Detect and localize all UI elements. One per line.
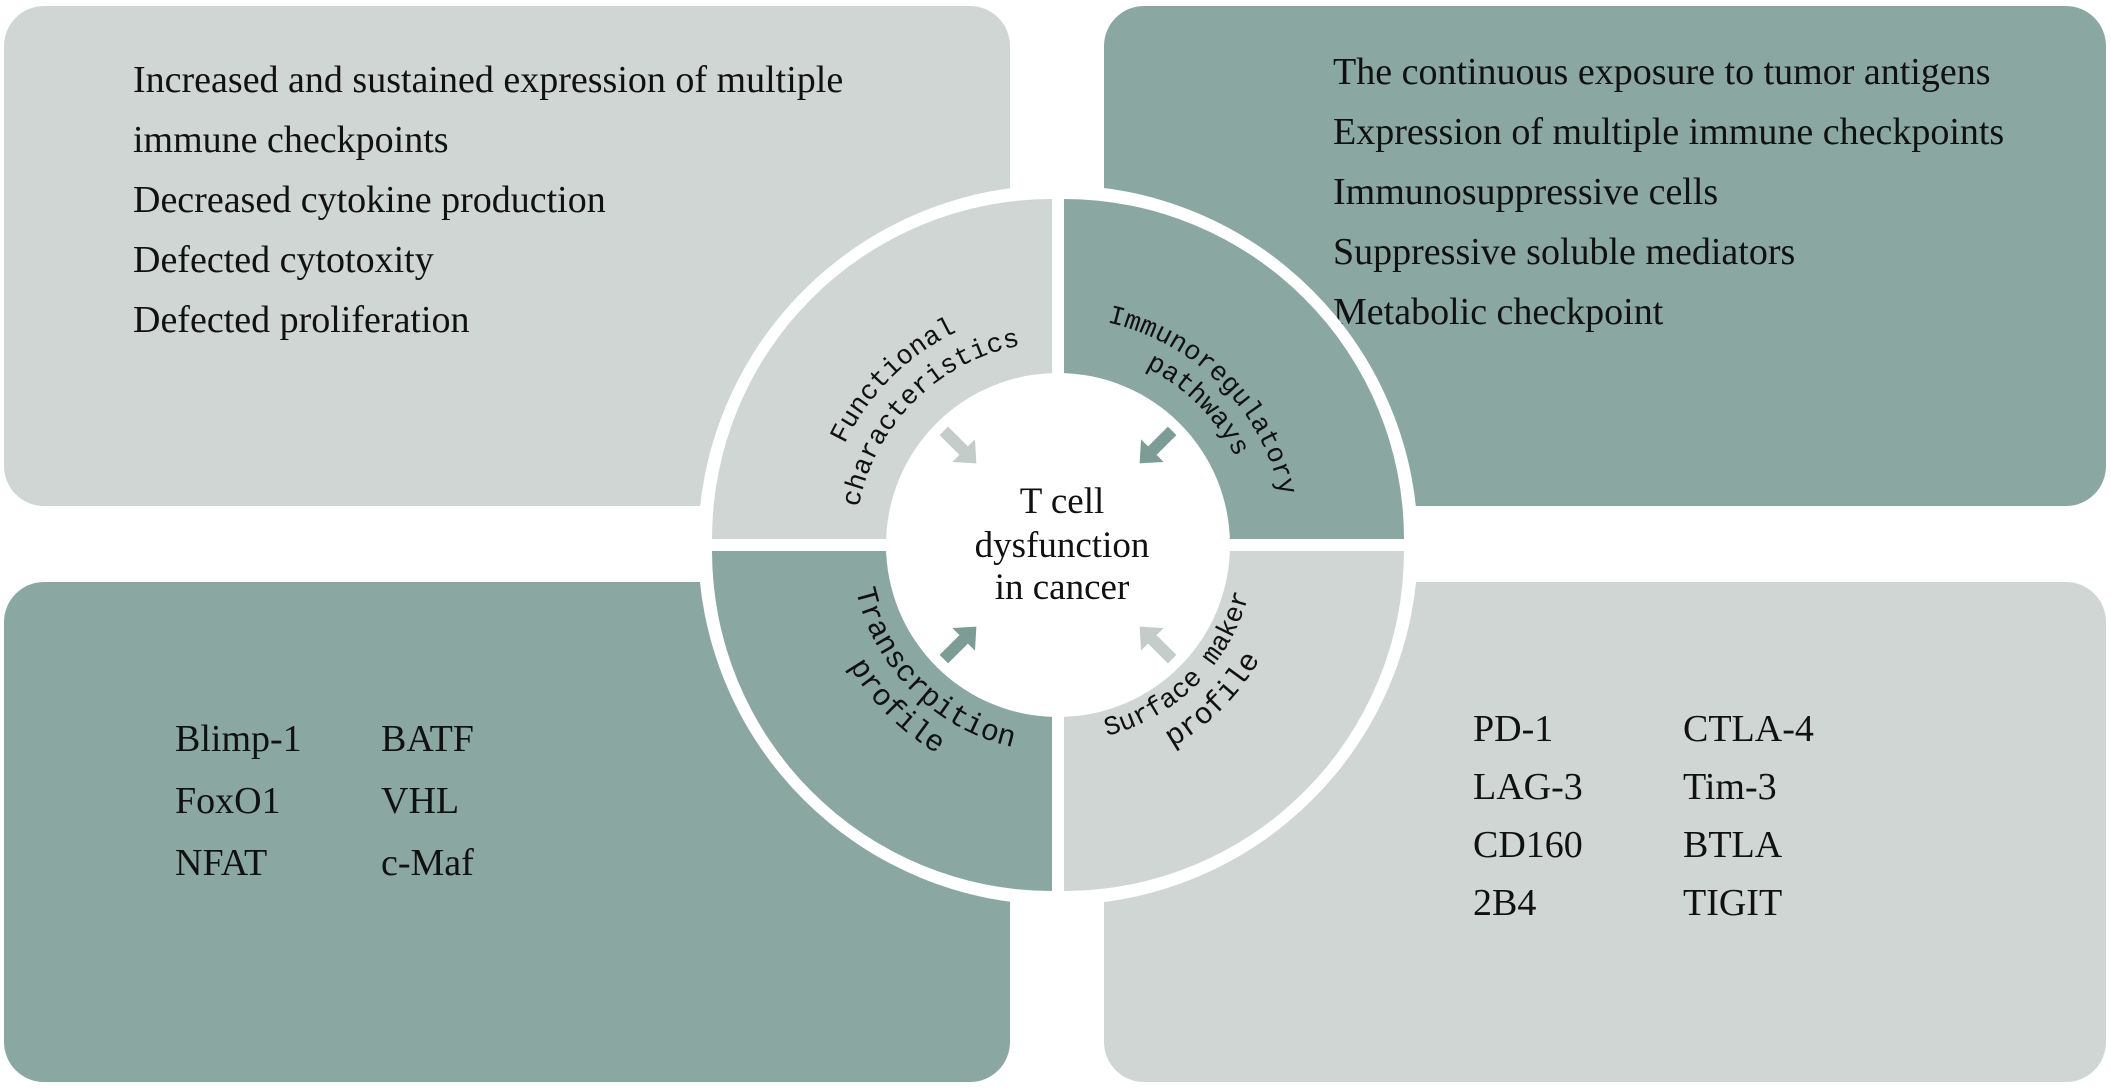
center-title-line2: dysfunction <box>975 525 1150 566</box>
surface-marker: TIGIT <box>1683 882 1783 924</box>
immunoregulatory-item: The continuous exposure to tumor antigen… <box>1333 51 1991 93</box>
surface-marker: PD-1 <box>1473 708 1554 750</box>
surface-marker: LAG-3 <box>1473 766 1583 808</box>
immunoregulatory-item: Suppressive soluble mediators <box>1333 231 1796 273</box>
functional-item: Defected cytotoxity <box>133 239 434 281</box>
transcription-factor: VHL <box>381 780 460 822</box>
surface-marker: CD160 <box>1473 824 1583 866</box>
arrow-functional-icon <box>939 426 977 464</box>
immunoregulatory-item: Metabolic checkpoint <box>1333 291 1664 333</box>
center-title-line1: T cell <box>1020 481 1105 522</box>
transcription-factor: FoxO1 <box>175 780 281 822</box>
functional-item: Decreased cytokine production <box>133 179 606 221</box>
transcription-factor: Blimp-1 <box>175 718 302 760</box>
transcription-factors-grid: Blimp-1 BATF FoxO1 VHL NFAT c-Maf <box>175 708 474 894</box>
surface-marker: Tim-3 <box>1683 766 1777 808</box>
immunoregulatory-item: Immunosuppressive cells <box>1333 171 1719 213</box>
surface-marker: CTLA-4 <box>1683 708 1814 750</box>
transcription-factor: NFAT <box>175 842 268 884</box>
surface-markers-grid: PD-1 CTLA-4 LAG-3 Tim-3 CD160 BTLA 2B4 TIGIT <box>1473 700 1814 932</box>
transcription-factor: BATF <box>381 718 474 760</box>
surface-marker: BTLA <box>1683 824 1783 866</box>
functional-item: Defected proliferation <box>133 299 470 341</box>
functional-item: immune checkpoints <box>133 119 449 161</box>
immunoregulatory-item: Expression of multiple immune checkpoint… <box>1333 111 2005 153</box>
immunoregulatory-items-list: The continuous exposure to tumor antigen… <box>1333 42 2004 342</box>
center-title-line3: in cancer <box>995 567 1130 608</box>
surface-marker: 2B4 <box>1473 882 1537 924</box>
arrow-transcription-icon <box>939 626 977 664</box>
transcription-factor: c-Maf <box>381 842 474 884</box>
arrow-surface-icon <box>1139 626 1177 664</box>
functional-items-list: Increased and sustained expression of mu… <box>133 50 843 350</box>
functional-item: Increased and sustained expression of mu… <box>133 59 844 101</box>
arrow-immunoregulatory-icon <box>1139 426 1177 464</box>
